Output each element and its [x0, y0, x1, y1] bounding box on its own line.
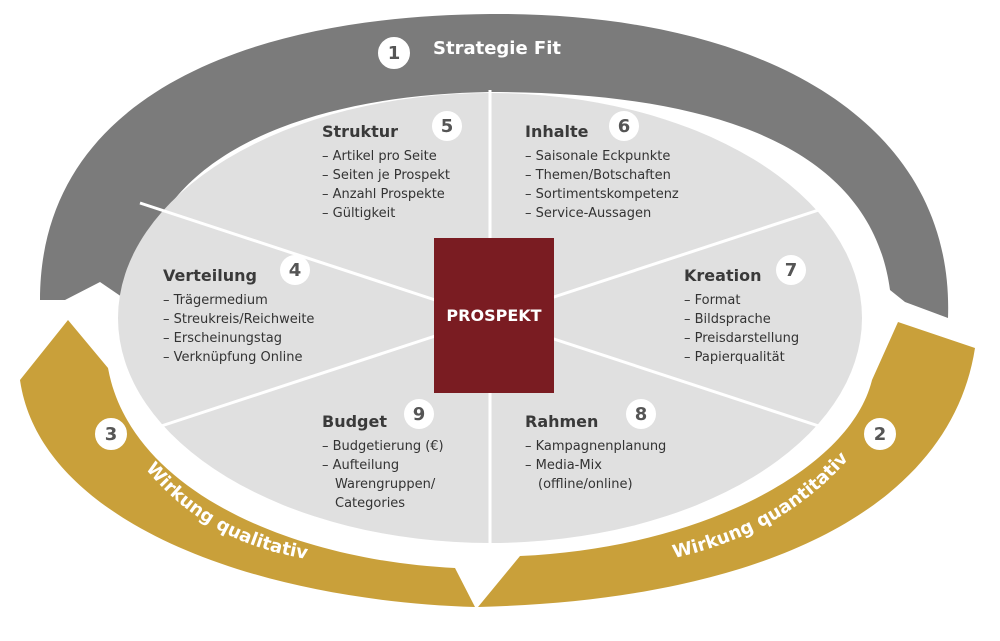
segment-struktur: Struktur – Artikel pro Seite – Seiten je… [322, 122, 450, 223]
list-item: – Anzahl Prospekte [322, 187, 445, 202]
segment-number-9: 9 [404, 399, 434, 429]
list-item: – Papierqualität [684, 350, 785, 365]
arc-number-1: 1 [378, 37, 410, 69]
wirkung-qualitativ-arc [20, 320, 475, 607]
segment-budget: Budget – Budgetierung (€) – Aufteilung W… [322, 412, 444, 513]
list-item: – Sortimentskompetenz [525, 187, 679, 202]
segment-number-8: 8 [626, 399, 656, 429]
list-item: – Verknüpfung Online [163, 350, 303, 365]
segment-inhalte: Inhalte – Saisonale Eckpunkte – Themen/B… [525, 122, 679, 223]
prospekt-core: PROSPEKT [434, 238, 554, 393]
segment-title: Rahmen [525, 412, 599, 431]
segment-rahmen: Rahmen – Kampagnenplanung – Media-Mix (o… [525, 412, 666, 494]
segment-title: Budget [322, 412, 387, 431]
arc-number-3: 3 [95, 418, 127, 450]
segment-title: Kreation [684, 266, 762, 285]
list-item: – Bildsprache [684, 312, 771, 327]
arc-number-2: 2 [864, 418, 896, 450]
wirkung-quantitativ-arc [478, 322, 975, 607]
list-item: – Service-Aussagen [525, 206, 652, 221]
segment-title: Verteilung [163, 266, 257, 285]
list-item: – Erscheinungstag [163, 331, 283, 346]
segment-verteilung: Verteilung – Trägermedium – Streukreis/R… [163, 266, 314, 367]
segment-title: Struktur [322, 122, 399, 141]
list-item: – Gültigkeit [322, 206, 396, 221]
list-item: – Trägermedium [163, 293, 268, 308]
list-item: – Aufteilung [322, 458, 400, 473]
segment-number-6: 6 [609, 111, 639, 141]
list-item: – Themen/Botschaften [525, 168, 671, 183]
list-item: – Budgetierung (€) [322, 439, 444, 454]
list-item: Warengruppen/ [335, 477, 436, 492]
label-strategie-fit: Strategie Fit [433, 38, 562, 59]
list-item: – Format [684, 293, 741, 308]
strategie-fit-arc [40, 13, 949, 318]
list-item: – Streukreis/Reichweite [163, 312, 315, 327]
segment-number-5: 5 [432, 111, 462, 141]
segment-number-4: 4 [280, 255, 310, 285]
segment-title: Inhalte [525, 122, 589, 141]
list-item: – Media-Mix [525, 458, 602, 473]
list-item: – Preisdarstellung [684, 331, 800, 346]
list-item: (offline/online) [538, 477, 633, 492]
list-item: – Saisonale Eckpunkte [525, 149, 671, 164]
list-item: – Artikel pro Seite [322, 149, 437, 164]
list-item: Categories [335, 496, 406, 511]
list-item: – Kampagnenplanung [525, 439, 667, 454]
segment-kreation: Kreation – Format – Bildsprache – Preisd… [684, 266, 799, 367]
segment-number-7: 7 [776, 255, 806, 285]
list-item: – Seiten je Prospekt [322, 168, 450, 183]
